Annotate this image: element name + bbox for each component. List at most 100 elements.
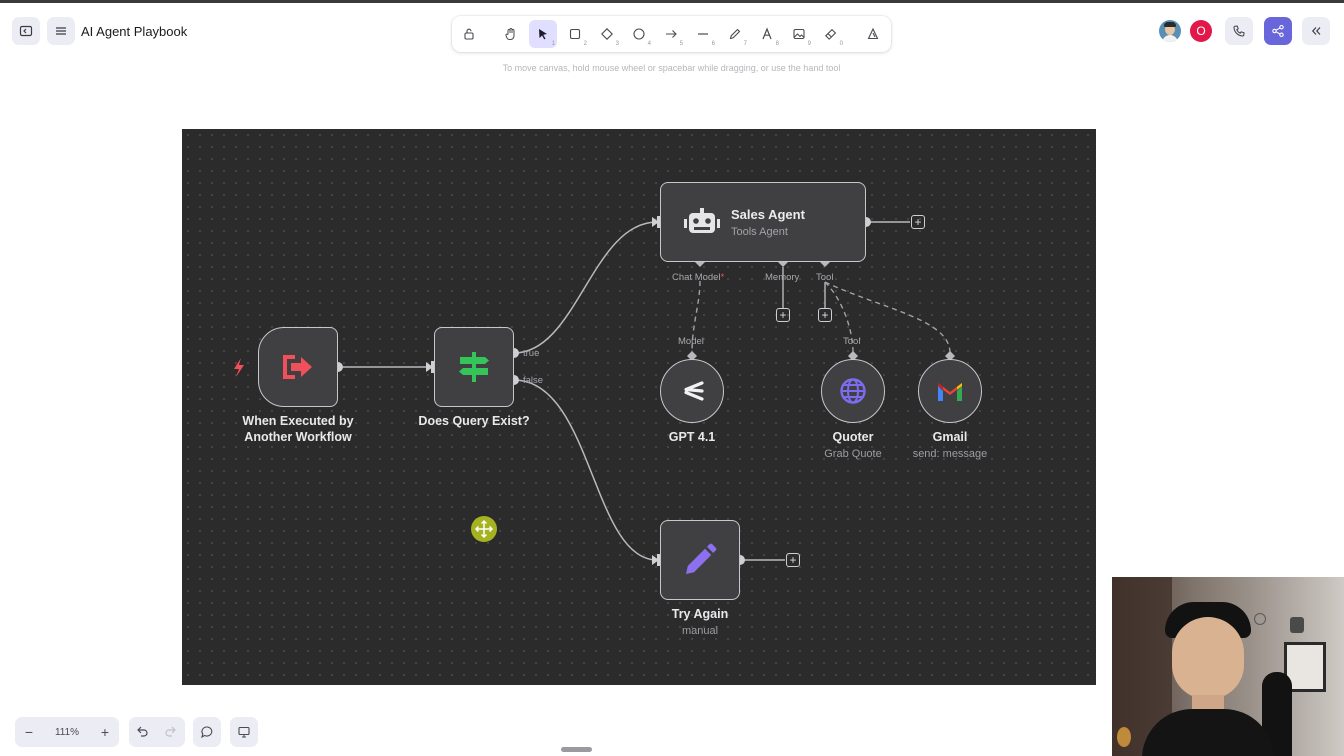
- bolt-icon: [234, 358, 244, 377]
- canvas-hint: To move canvas, hold mouse wheel or spac…: [502, 63, 841, 73]
- tool-line[interactable]: 6: [689, 20, 717, 48]
- hand-icon: [505, 28, 515, 40]
- tool-hand[interactable]: [497, 20, 525, 48]
- undo-redo-group: [129, 717, 185, 747]
- if-node-label: Does Query Exist?: [418, 414, 530, 428]
- tool-rectangle[interactable]: 2: [561, 20, 589, 48]
- redo-button[interactable]: [164, 724, 178, 743]
- tool-key: 4: [647, 41, 651, 47]
- gpt-model-label: GPT 4.1: [668, 430, 716, 444]
- tool-text[interactable]: 8: [753, 20, 781, 48]
- add-memory-button[interactable]: +: [776, 308, 790, 322]
- extra-tools-icon: [867, 27, 879, 40]
- exit-arrow-icon: [283, 355, 312, 379]
- gmail-tool-node[interactable]: [918, 359, 982, 423]
- image-icon: [793, 28, 805, 40]
- quoter-tool-node[interactable]: [821, 359, 885, 423]
- move-icon: [474, 519, 494, 539]
- tool-diamond[interactable]: 3: [593, 20, 621, 48]
- gpt-model-node[interactable]: [660, 359, 724, 423]
- try-again-label: Try Again: [671, 607, 729, 621]
- signpost-icon: [459, 352, 489, 382]
- zoom-controls: − 111% +: [15, 717, 119, 747]
- window-top-strip: [0, 0, 1344, 3]
- undo-button[interactable]: [135, 724, 149, 743]
- share-button[interactable]: [1264, 17, 1292, 45]
- tool-key: 2: [583, 41, 587, 47]
- tool-key: 5: [679, 41, 683, 47]
- globe-icon: [840, 378, 866, 404]
- robot-icon: [684, 208, 720, 233]
- tool-eraser[interactable]: 0: [817, 20, 845, 48]
- memory-port-label: Memory: [765, 272, 800, 283]
- tool-key: 6: [711, 41, 715, 47]
- quoter-label: Quoter: [832, 430, 874, 444]
- quoter-subtitle: Grab Quote: [824, 448, 882, 460]
- sales-agent-subtitle: Tools Agent: [731, 226, 788, 238]
- pencil-icon: [686, 543, 717, 574]
- quoter-port-label: Tool: [843, 336, 861, 347]
- tool-ellipse[interactable]: 4: [625, 20, 653, 48]
- model-logo-icon: [684, 381, 704, 401]
- presentation-icon: [238, 726, 250, 738]
- double-chevron-left-icon: [1311, 27, 1321, 35]
- gmail-label: Gmail: [932, 430, 968, 444]
- trigger-node[interactable]: [258, 327, 338, 407]
- false-branch-label: false: [523, 375, 544, 386]
- undo-icon: [137, 726, 148, 737]
- add-after-agent-button[interactable]: +: [911, 215, 925, 229]
- line-icon: [698, 33, 708, 35]
- sales-agent-title: Sales Agent: [731, 207, 805, 222]
- tool-key: 9: [807, 41, 811, 47]
- sidebar-toggle-button[interactable]: [12, 17, 40, 45]
- document-title[interactable]: AI Agent Playbook: [81, 24, 188, 39]
- pencil-icon: [729, 28, 741, 40]
- tool-port-label: Tool: [816, 272, 834, 283]
- gmail-icon: [938, 383, 962, 401]
- user-photo-avatar[interactable]: [1159, 20, 1181, 42]
- collapse-sidebar-button[interactable]: [1302, 17, 1330, 45]
- sales-agent-node[interactable]: Sales Agent Tools Agent: [660, 182, 866, 262]
- tool-key: 7: [743, 41, 747, 47]
- gmail-subtitle: send: message: [912, 448, 988, 460]
- add-tool-button[interactable]: +: [818, 308, 832, 322]
- zoom-level[interactable]: 111%: [54, 726, 80, 738]
- call-button[interactable]: [1225, 17, 1253, 45]
- tool-extra[interactable]: [859, 20, 887, 48]
- try-again-subtitle: manual: [681, 625, 719, 637]
- tool-key: 0: [839, 41, 843, 47]
- add-after-try-again-button[interactable]: +: [786, 553, 800, 567]
- hamburger-icon: [56, 27, 66, 35]
- selection-arrow-icon: [539, 29, 547, 40]
- ellipse-icon: [633, 28, 645, 40]
- arrow-icon: [666, 30, 677, 38]
- diamond-icon: [601, 28, 613, 40]
- tool-pencil[interactable]: 7: [721, 20, 749, 48]
- tool-key: 3: [615, 41, 619, 47]
- tool-key: 1: [551, 41, 555, 47]
- sidebar-toggle-icon: [19, 25, 33, 37]
- speech-bubble-icon: [201, 726, 213, 739]
- move-cursor-handle[interactable]: [471, 516, 497, 542]
- main-menu-button[interactable]: [47, 17, 75, 45]
- zoom-in-button[interactable]: +: [100, 724, 110, 740]
- comment-button[interactable]: [193, 717, 221, 747]
- zoom-out-button[interactable]: −: [24, 724, 34, 740]
- webcam-video-feed: [1112, 577, 1344, 756]
- tool-arrow[interactable]: 5: [657, 20, 685, 48]
- drawing-toolbar: 1 2 3 4 5 6 7 8 9 0: [452, 16, 891, 52]
- tool-image[interactable]: 9: [785, 20, 813, 48]
- tool-selection[interactable]: 1: [529, 20, 557, 48]
- presentation-button[interactable]: [230, 717, 258, 747]
- horizontal-scroll-handle[interactable]: [561, 747, 592, 752]
- if-node[interactable]: [434, 327, 514, 407]
- redo-icon: [165, 726, 176, 737]
- lock-icon: [464, 28, 474, 40]
- tool-key: 8: [775, 41, 779, 47]
- tool-lock[interactable]: [455, 20, 483, 48]
- try-again-node[interactable]: [660, 520, 740, 600]
- chat-model-port-label: Chat Model*: [672, 272, 725, 283]
- user-initial-avatar[interactable]: O: [1190, 20, 1212, 42]
